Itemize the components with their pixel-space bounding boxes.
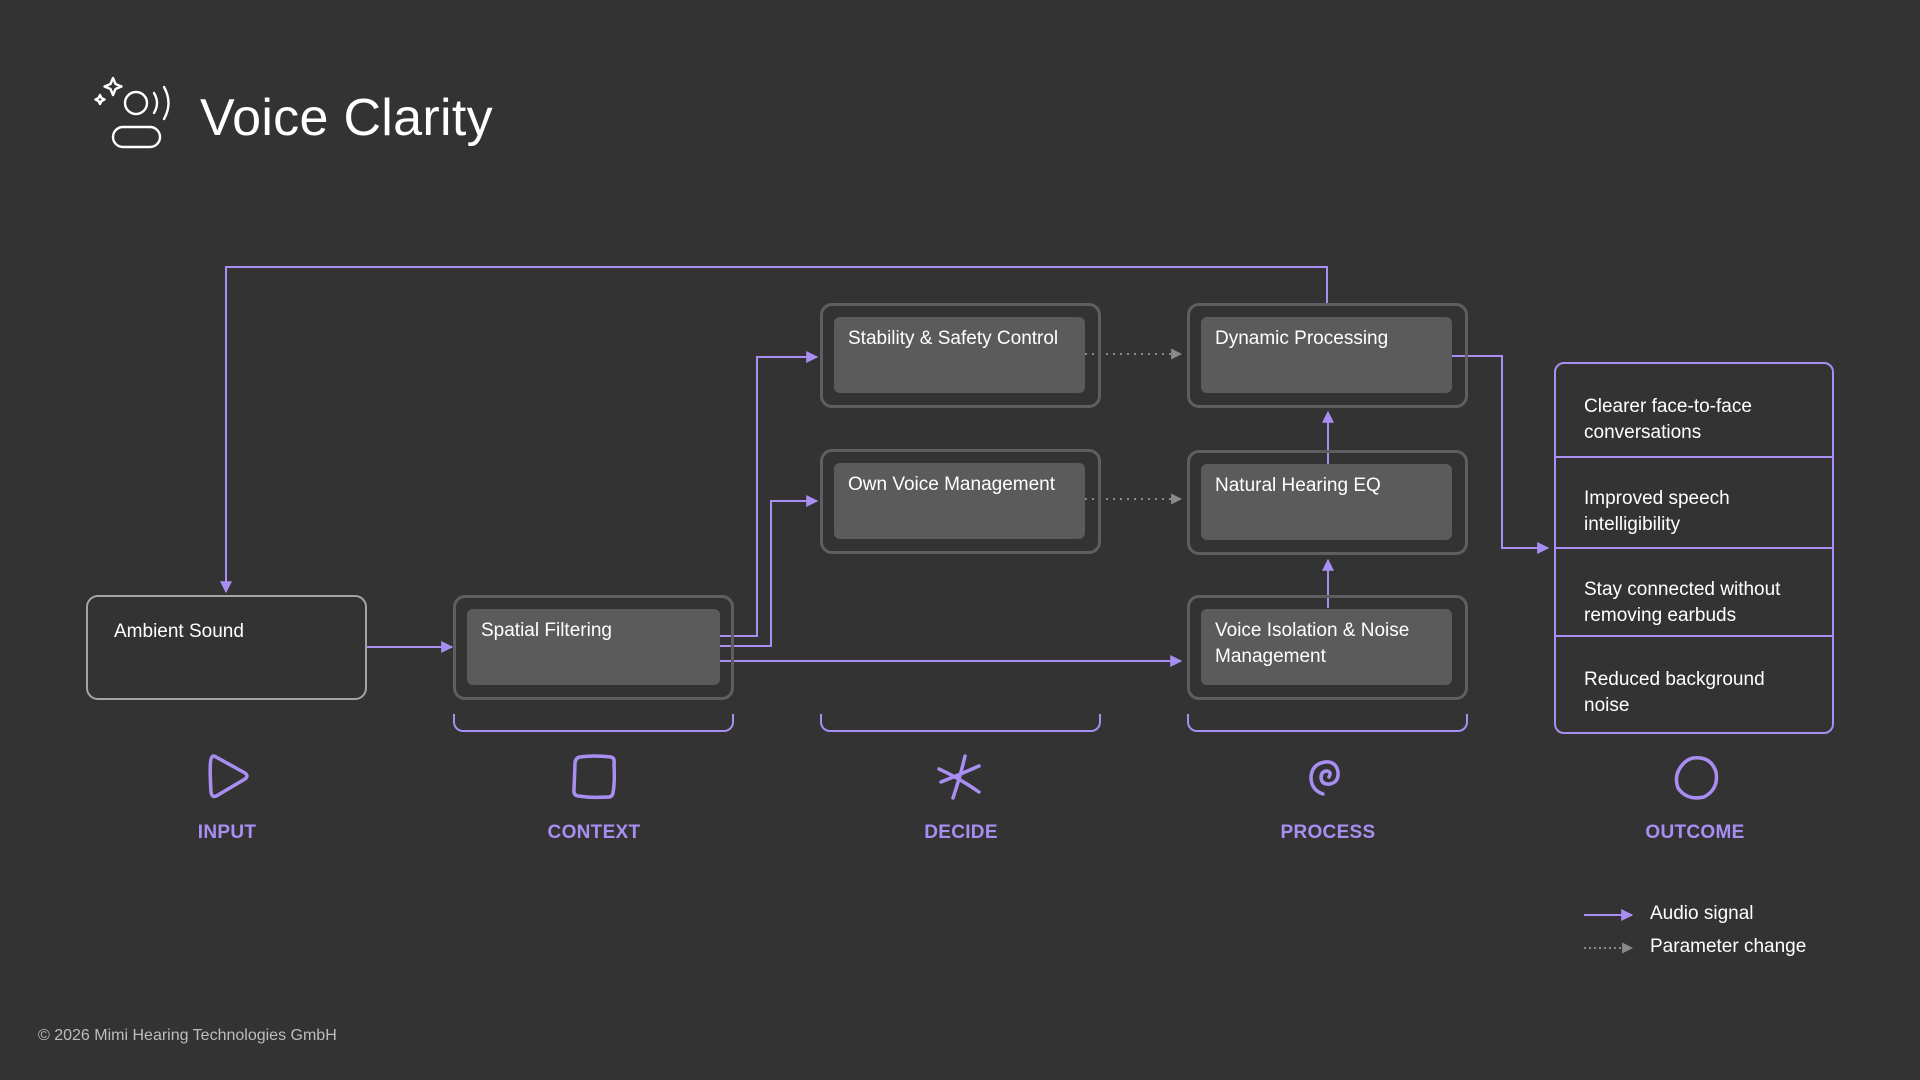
play-triangle-icon (208, 754, 249, 799)
outcome-item: Clearer face-to-face conversations (1584, 396, 1752, 443)
spiral-icon (1309, 760, 1340, 796)
decide-bracket (820, 714, 1101, 732)
outcome-divider (1556, 456, 1832, 458)
dynamic-to-outcome-arrow (1451, 355, 1550, 554)
own-voice-node (820, 449, 1101, 554)
voice-isolation-node (1187, 595, 1468, 700)
legend-swatches (1584, 909, 1634, 954)
outcome-panel: Clearer face-to-face conversations Impro… (1554, 362, 1834, 734)
outcome-item: Reduced background noise (1584, 669, 1765, 716)
stability-safety-label: Stability & Safety Control (834, 317, 1085, 393)
stage-label-decide: DECIDE (924, 822, 998, 843)
person-speaking-sparkle-icon (94, 76, 170, 149)
stage-label-context: CONTEXT (547, 822, 641, 843)
dynamic-processing-node (1187, 303, 1468, 408)
spatial-to-stability-arrow (720, 351, 819, 637)
rounded-square-icon (572, 754, 617, 800)
stage-label-input: INPUT (197, 822, 257, 843)
ambient-sound-label: Ambient Sound (114, 621, 244, 642)
outcome-divider (1556, 547, 1832, 549)
spatial-filtering-node (453, 595, 734, 700)
ambient-sound-node (86, 595, 367, 700)
feedback-loop-arrow (220, 266, 1328, 594)
stability-safety-node (820, 303, 1101, 408)
circle-icon (1674, 756, 1719, 800)
legend-audio-signal: Audio signal (1650, 903, 1754, 924)
process-bracket (1187, 714, 1468, 732)
asterisk-icon (937, 754, 981, 800)
context-bracket (453, 714, 734, 732)
spatial-to-own-voice-arrow (720, 495, 819, 647)
own-voice-label: Own Voice Management (834, 463, 1085, 539)
outcome-item: Improved speech intelligibility (1584, 488, 1730, 535)
outcome-divider (1556, 635, 1832, 637)
copyright-footer: © 2026 Mimi Hearing Technologies GmbH (38, 1027, 337, 1044)
spatial-filtering-label: Spatial Filtering (467, 609, 720, 685)
legend-parameter-change: Parameter change (1650, 936, 1807, 957)
outcome-item: Stay connected without removing earbuds (1584, 579, 1781, 626)
page-title: Voice Clarity (200, 89, 493, 147)
voice-isolation-label: Voice Isolation & Noise Management (1201, 609, 1452, 685)
stage-label-process: PROCESS (1280, 822, 1376, 843)
natural-hearing-eq-node (1187, 450, 1468, 555)
stage-label-outcome: OUTCOME (1645, 822, 1745, 843)
natural-hearing-eq-label: Natural Hearing EQ (1201, 464, 1452, 540)
dynamic-processing-label: Dynamic Processing (1201, 317, 1452, 393)
